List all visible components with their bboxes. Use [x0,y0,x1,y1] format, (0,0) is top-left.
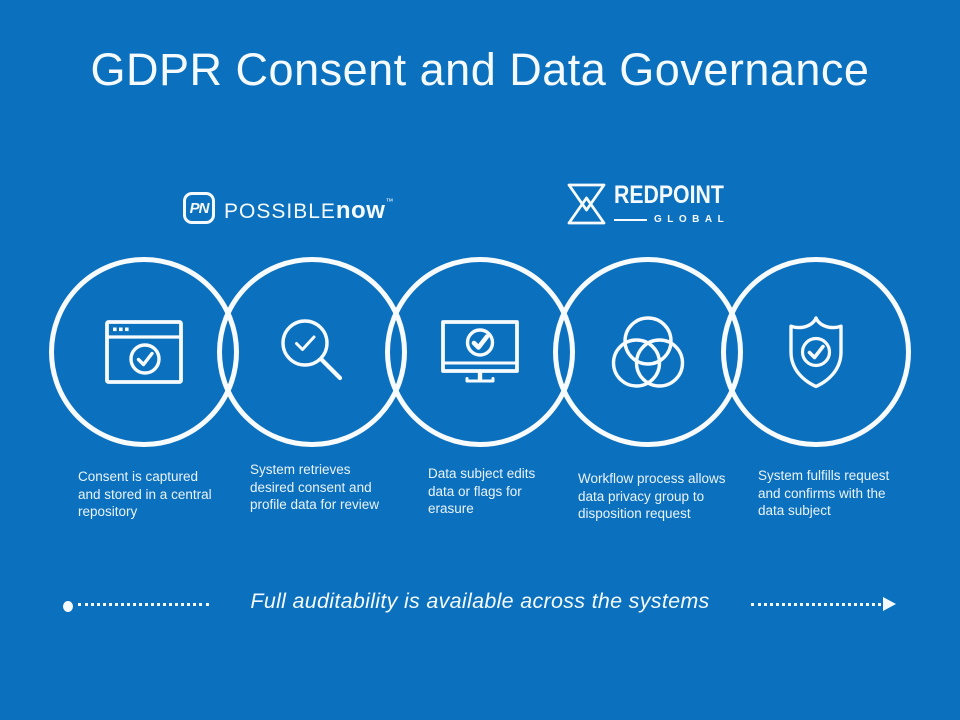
caption-line: System fulfills request [758,468,890,483]
magnifier-check-icon [281,319,343,381]
step-caption-2: System retrieves desired consent and pro… [250,461,425,514]
arrow-right-icon [883,597,896,611]
step-circle-4 [553,257,743,447]
caption-line: data or flags for [428,483,522,499]
dotted-line-right [751,603,881,606]
dotted-line-left [78,603,209,606]
step-caption-4: Workflow process allows data privacy gro… [578,470,753,523]
possiblenow-monogram-icon: PN [183,192,215,224]
shield-check-icon [789,316,843,389]
redpoint-wordmark: REDPOINT GLOBAL [614,182,743,225]
caption-line: disposition request [578,506,691,521]
caption-line: Consent is captured [78,469,199,484]
possiblenow-wordmark: POSSIBLEnow™ [224,186,393,230]
possiblenow-wordmark-accent: now [335,197,386,224]
monitor-check-icon [441,320,519,383]
browser-check-icon [105,320,183,384]
step-caption-1: Consent is captured and stored in a cent… [78,468,253,521]
possiblenow-wordmark-main: POSSIBLE [224,200,336,223]
caption-line: and confirms with the [758,485,886,501]
possiblenow-logo: PN POSSIBLEnow™ [183,186,393,230]
audit-text: Full auditability is available across th… [250,589,710,613]
redpoint-logo: REDPOINT GLOBAL [566,182,743,226]
redpoint-rule [614,218,647,221]
redpoint-hourglass-icon [567,183,606,225]
step-circle-5 [721,257,911,447]
caption-line: desired consent and [250,479,372,495]
caption-line: data privacy group to [578,488,705,504]
caption-line: and stored in a central [78,486,212,502]
caption-line: Workflow process allows [578,471,726,486]
step-circle-3 [385,257,575,447]
caption-line: profile data for review [250,497,380,512]
caption-line: System retrieves [250,462,351,477]
caption-line: repository [78,504,138,519]
trademark-symbol: ™ [385,197,394,206]
step-circle-2 [217,257,407,447]
page-title: GDPR Consent and Data Governance [90,44,870,95]
line-start-dot-icon [63,601,73,612]
caption-line: erasure [428,501,474,516]
possiblenow-monogram-text: PN [189,199,210,217]
caption-line: data subject [758,503,831,518]
step-caption-3: Data subject edits data or flags for era… [428,465,603,518]
step-circle-1 [49,257,239,447]
caption-line: Data subject edits [428,466,536,481]
step-caption-5: System fulfills request and confirms wit… [758,467,933,520]
redpoint-name: REDPOINT [614,181,724,209]
redpoint-subtitle-row: GLOBAL [614,214,743,225]
redpoint-subtitle: GLOBAL [654,214,730,225]
venn-circles-icon [611,316,685,388]
